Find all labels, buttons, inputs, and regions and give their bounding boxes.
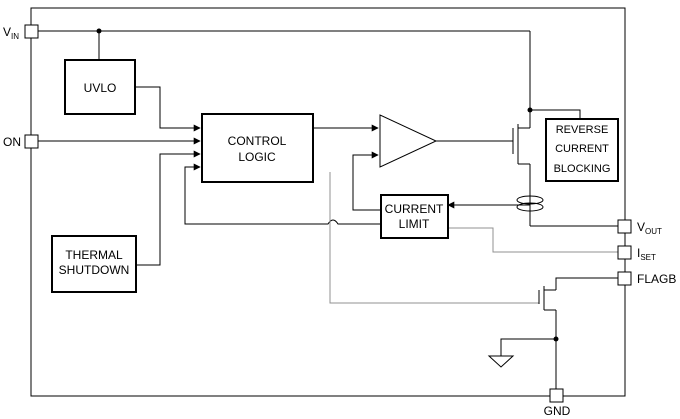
thermal-label-1: THERMAL [65,248,123,262]
pin-vout-label: VOUT [637,220,662,236]
pin-iset-label: ISET [637,246,656,262]
control-logic-block [201,113,314,183]
pin-on-label: ON [3,135,21,149]
pin-vin [24,24,39,39]
current-sense-coil [516,195,544,212]
pin-flagb-label: FLAGB [637,272,676,286]
current-limit-label-2: LIMIT [399,217,430,231]
control-logic-label-2: LOGIC [238,150,276,164]
reverse-label-3: BLOCKING [554,163,611,175]
ground-symbol [487,338,556,368]
reverse-label-1: REVERSE [556,124,609,136]
pin-on [24,134,39,149]
pin-vout [617,219,632,234]
control-logic-label-1: CONTROL [228,134,287,148]
pin-vin-label: VIN [3,25,19,41]
pin-iset [617,245,632,260]
error-amplifier [379,114,438,168]
pass-mosfet [512,109,581,226]
flag-mosfet [538,277,618,389]
vin-rail [38,28,533,113]
pin-gnd [549,388,564,403]
reverse-blocking-block [545,118,619,182]
uvlo-block [64,59,136,115]
uvlo-label: UVLO [84,81,117,95]
thermal-label-2: SHUTDOWN [59,263,130,277]
reverse-label-2: CURRENT [555,143,609,155]
chip-outline [30,7,626,397]
thermal-shutdown-block [51,235,137,293]
current-limit-block [380,194,449,239]
current-limit-label-1: CURRENT [385,202,444,216]
pin-flagb [617,271,632,286]
pin-gnd-label: GND [544,404,571,418]
